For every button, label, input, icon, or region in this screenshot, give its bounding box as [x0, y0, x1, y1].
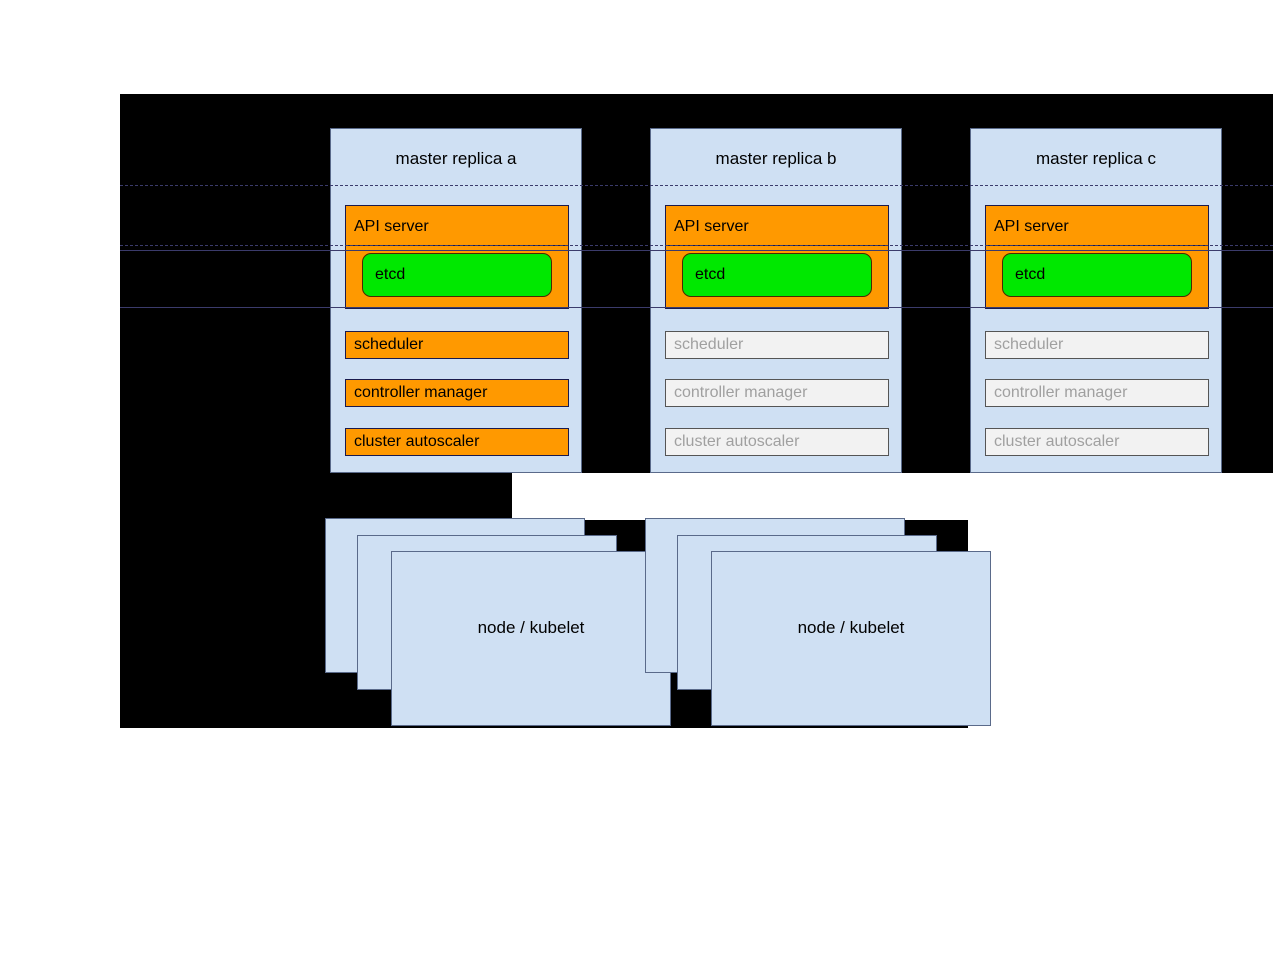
master-replica-c-panel[interactable]: master replica c API server etcd schedul… [970, 128, 1222, 473]
node-kubelet-label-2: node / kubelet [797, 618, 905, 637]
master-replica-b-panel[interactable]: master replica b API server etcd schedul… [650, 128, 902, 473]
master-replica-c-cluster-autoscaler[interactable]: cluster autoscaler [985, 428, 1209, 456]
master-replica-b-scheduler[interactable]: scheduler [665, 331, 889, 359]
master-replica-b-etcd[interactable]: etcd [682, 253, 872, 297]
node-kubelet-card-2[interactable]: node / kubelet [711, 551, 991, 726]
master-replica-a-cluster-autoscaler[interactable]: cluster autoscaler [345, 428, 569, 456]
master-replica-a-scheduler[interactable]: scheduler [345, 331, 569, 359]
master-replica-a-api-server[interactable]: API server [345, 205, 569, 249]
master-replica-a-panel[interactable]: master replica a API server etcd schedul… [330, 128, 582, 473]
master-replica-c-scheduler[interactable]: scheduler [985, 331, 1209, 359]
master-replica-c-etcd[interactable]: etcd [1002, 253, 1192, 297]
master-replica-c-controller-manager[interactable]: controller manager [985, 379, 1209, 407]
master-replica-a-etcd[interactable]: etcd [362, 253, 552, 297]
master-replica-b-controller-manager[interactable]: controller manager [665, 379, 889, 407]
master-replica-b-cluster-autoscaler[interactable]: cluster autoscaler [665, 428, 889, 456]
master-replica-c-api-server[interactable]: API server [985, 205, 1209, 249]
node-kubelet-card-1[interactable]: node / kubelet [391, 551, 671, 726]
node-kubelet-label-1: node / kubelet [477, 618, 585, 637]
backdrop-middle-band [120, 473, 512, 520]
node-group-2[interactable]: node / kubelet [645, 518, 991, 730]
master-replica-a-controller-manager[interactable]: controller manager [345, 379, 569, 407]
master-replica-b-title: master replica b [715, 149, 837, 168]
master-replica-c-etcd-host: etcd [985, 245, 1209, 309]
node-group-1[interactable]: node / kubelet [325, 518, 671, 730]
master-replica-a-etcd-host: etcd [345, 245, 569, 309]
master-replica-c-title: master replica c [1036, 149, 1156, 168]
master-replica-a-title: master replica a [395, 149, 517, 168]
master-replica-b-etcd-host: etcd [665, 245, 889, 309]
master-replica-b-api-server[interactable]: API server [665, 205, 889, 249]
